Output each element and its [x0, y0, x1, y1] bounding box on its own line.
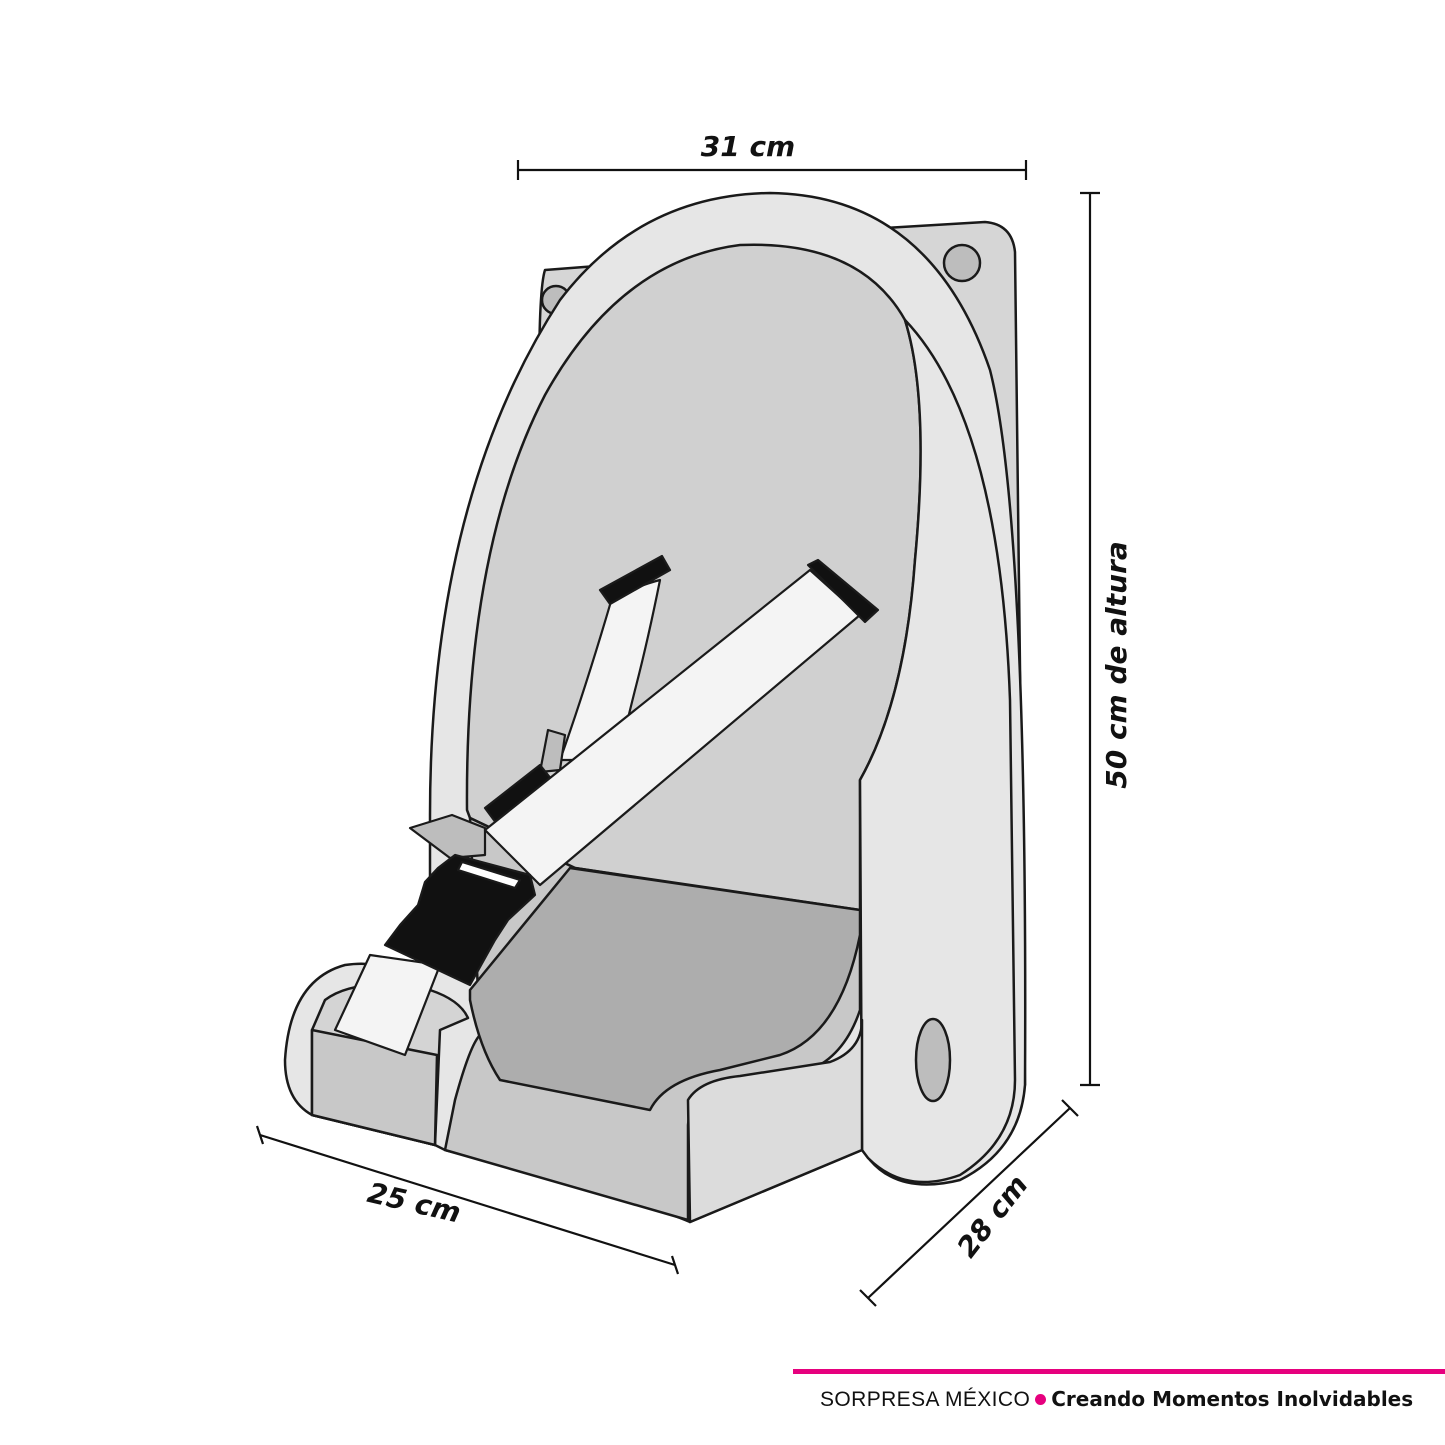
height-label: 50 cm de altura [1100, 541, 1133, 789]
dimension-lines [255, 160, 1100, 1307]
left-shoulder-strap [538, 554, 672, 774]
width-label: 31 cm [701, 130, 796, 163]
side-depth-dimension-line [859, 1099, 1079, 1307]
brand-name: SORPRESA MÉXICO [820, 1388, 1031, 1411]
width-dimension-line [516, 160, 1028, 180]
footer-accent-line [793, 1369, 1445, 1374]
seat-cushion [468, 866, 862, 1112]
front-seat-face [686, 1018, 864, 1224]
diagonal-strap [483, 558, 880, 887]
separator-dot-icon [1035, 1393, 1047, 1405]
pivot-hole [914, 1017, 952, 1103]
right-side-panel [858, 318, 1017, 1184]
footer: SORPRESA MÉXICO Creando Momentos Inolvida… [820, 1382, 1413, 1416]
side-depth-label: 28 cm [950, 1169, 1034, 1264]
front-depth-dimension-line [255, 1125, 680, 1275]
height-dimension-line [1080, 191, 1100, 1087]
mount-hole-right [942, 243, 982, 283]
slogan: Creando Momentos Inolvidables [1051, 1387, 1414, 1411]
buckle [383, 853, 537, 987]
